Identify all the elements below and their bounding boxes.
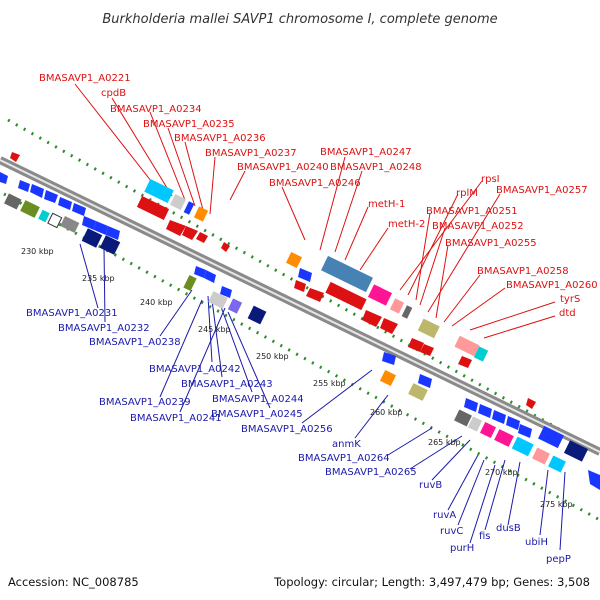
gene-label: ruvC bbox=[440, 526, 463, 537]
gene-label: BMASAVP1_A0256 bbox=[241, 424, 333, 435]
accession-text: Accession: NC_008785 bbox=[8, 575, 139, 589]
gene-label: BMASAVP1_A0251 bbox=[426, 206, 518, 217]
gene-label: BMASAVP1_A0237 bbox=[205, 148, 297, 159]
gene-label: BMASAVP1_A0238 bbox=[89, 337, 181, 348]
gene-label: fis bbox=[479, 531, 491, 542]
gene-label: BMASAVP1_A0242 bbox=[149, 364, 241, 375]
gene-label: tyrS bbox=[560, 294, 580, 305]
gene-label: BMASAVP1_A0243 bbox=[181, 379, 273, 390]
gene-label: BMASAVP1_A0241 bbox=[130, 413, 222, 424]
gene-label: BMASAVP1_A0258 bbox=[477, 266, 569, 277]
bottom-callouts bbox=[79, 243, 566, 551]
gene-label: purH bbox=[450, 543, 474, 554]
tick-label: 240 kbp bbox=[140, 298, 173, 307]
gene-label: ubiH bbox=[525, 537, 548, 548]
gene-label: BMASAVP1_A0255 bbox=[445, 238, 537, 249]
gene-label: dtd bbox=[559, 308, 576, 319]
gene-label: BMASAVP1_A0244 bbox=[212, 394, 304, 405]
bottom-gene-labels: BMASAVP1_A0231 BMASAVP1_A0232 BMASAVP1_A… bbox=[26, 308, 571, 565]
tick-label: 265 kbp bbox=[428, 438, 461, 447]
backbone bbox=[0, 156, 600, 456]
tick-label: 255 kbp bbox=[313, 379, 346, 388]
gene-label: BMASAVP1_A0235 bbox=[143, 119, 235, 130]
gene-label: BMASAVP1_A0239 bbox=[99, 397, 191, 408]
tick-label: 250 kbp bbox=[256, 352, 289, 361]
tick-label: 260 kbp bbox=[370, 408, 403, 417]
gene-label: BMASAVP1_A0246 bbox=[269, 178, 361, 189]
tick-label: 270 kbp bbox=[485, 468, 518, 477]
gene-label: ruvA bbox=[433, 510, 456, 521]
gene-label: BMASAVP1_A0245 bbox=[211, 409, 303, 420]
tick-labels: 230 kbp 235 kbp 240 kbp 245 kbp 250 kbp … bbox=[21, 247, 573, 509]
gene-label: BMASAVP1_A0247 bbox=[320, 147, 412, 158]
gene-label: BMASAVP1_A0231 bbox=[26, 308, 118, 319]
tick-label: 275 kbp bbox=[540, 500, 573, 509]
gene-label: pepP bbox=[546, 554, 571, 565]
top-gene-labels: BMASAVP1_A0221 cpdB BMASAVP1_A0234 BMASA… bbox=[39, 73, 598, 319]
backbone-highlight bbox=[0, 159, 600, 453]
gene-label: ruvB bbox=[419, 480, 442, 491]
gene-features bbox=[0, 152, 600, 490]
gene-label: BMASAVP1_A0265 bbox=[325, 467, 417, 478]
map-title: Burkholderia mallei SAVP1 chromosome I, … bbox=[102, 12, 497, 27]
gene-label: rplM bbox=[456, 188, 478, 199]
gene-label: BMASAVP1_A0257 bbox=[496, 185, 588, 196]
gene-label: BMASAVP1_A0232 bbox=[58, 323, 150, 334]
gene-label: BMASAVP1_A0240 bbox=[237, 162, 329, 173]
top-callouts bbox=[74, 83, 556, 339]
gene-label: BMASAVP1_A0260 bbox=[506, 280, 598, 291]
gene-label: metH-2 bbox=[388, 219, 425, 230]
gene-label: BMASAVP1_A0264 bbox=[298, 453, 390, 464]
tick-label: 245 kbp bbox=[198, 325, 231, 334]
gene-label: cpdB bbox=[101, 88, 126, 99]
genome-summary-text: Topology: circular; Length: 3,497,479 bp… bbox=[273, 575, 590, 589]
gene-label: anmK bbox=[332, 439, 361, 450]
gene-label: BMASAVP1_A0221 bbox=[39, 73, 131, 84]
gene-label: BMASAVP1_A0252 bbox=[432, 221, 524, 232]
gene-label: BMASAVP1_A0234 bbox=[110, 104, 202, 115]
gene-label: rpsI bbox=[481, 174, 500, 185]
tick-label: 235 kbp bbox=[82, 274, 115, 283]
gene-label: BMASAVP1_A0248 bbox=[330, 162, 422, 173]
gene-label: BMASAVP1_A0236 bbox=[174, 133, 266, 144]
gene-label: dusB bbox=[496, 523, 521, 534]
tick-label: 230 kbp bbox=[21, 247, 54, 256]
gene-label: metH-1 bbox=[368, 199, 405, 210]
